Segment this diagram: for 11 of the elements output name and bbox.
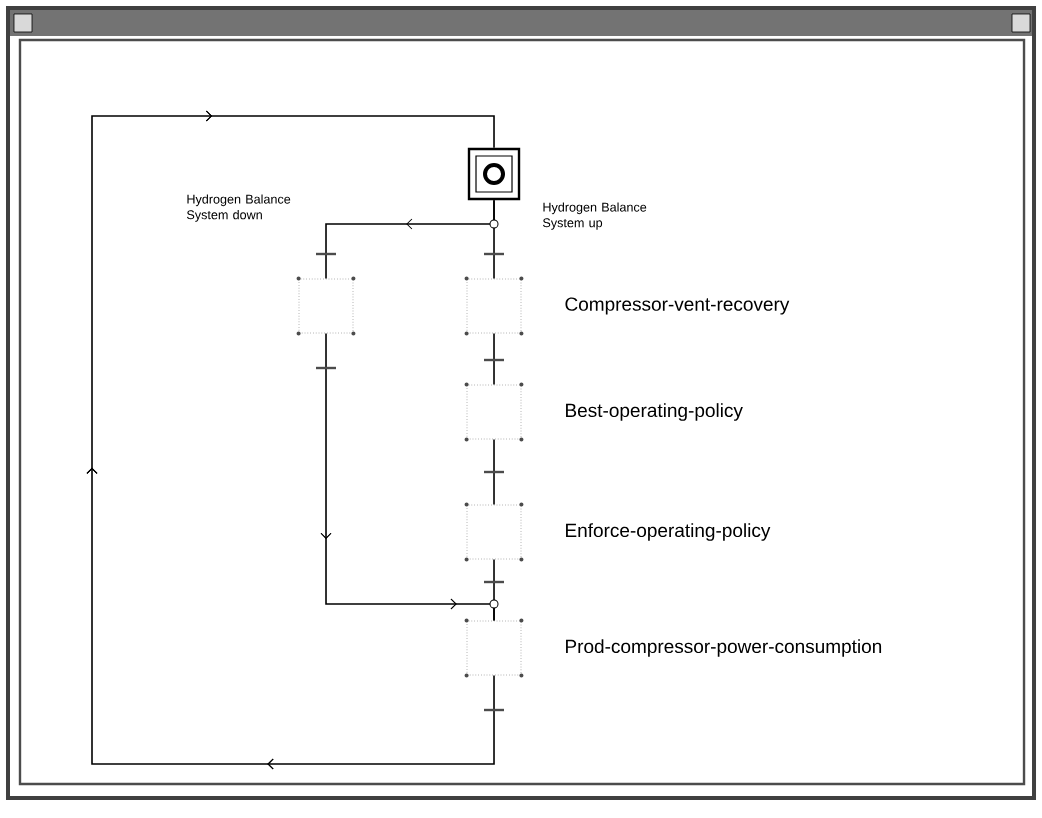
initial-step-box xyxy=(467,147,521,201)
connector-line xyxy=(325,199,495,280)
step-label: Best-operating-policy xyxy=(566,403,743,421)
step-label: Prod-compressor-power-consumption xyxy=(566,639,882,657)
step-label: Compressor-vent-recovery xyxy=(565,297,790,315)
step-box xyxy=(296,276,356,336)
connector-line xyxy=(86,110,495,770)
connector-line xyxy=(493,332,495,386)
connector-line xyxy=(493,558,495,622)
step-label: Enforce-operating-policy xyxy=(566,523,771,541)
connector-line xyxy=(493,438,495,506)
